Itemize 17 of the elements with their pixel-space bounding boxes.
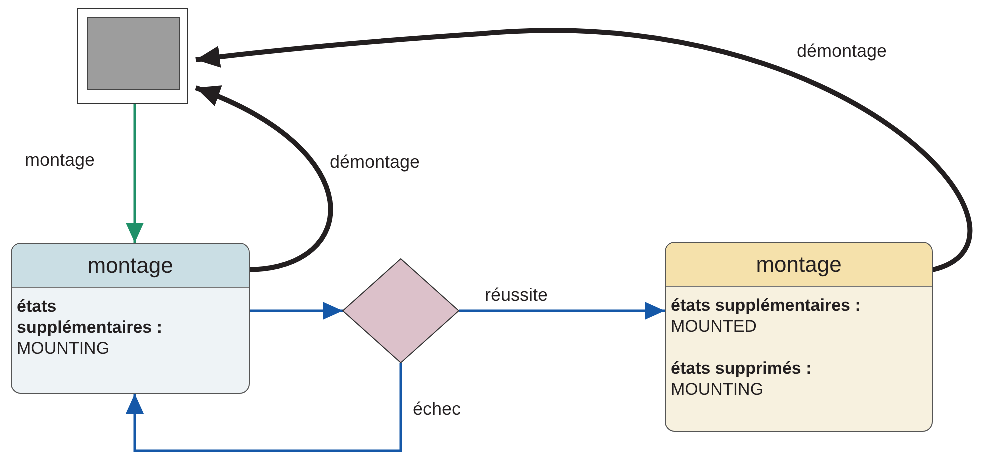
edge-label: démontage	[328, 152, 422, 173]
state-box	[11, 243, 250, 394]
state-box	[665, 242, 933, 432]
state-detail: états supplémentaires : MOUNTING	[17, 296, 164, 359]
framed-square-symbol	[77, 8, 188, 104]
arrow	[126, 363, 402, 452]
arrow	[250, 302, 343, 320]
arrow	[459, 302, 665, 320]
edge-label: démontage	[795, 41, 890, 62]
state-detail: états supprimés : MOUNTING	[671, 358, 813, 400]
arrow	[195, 86, 333, 272]
arrow	[126, 104, 144, 243]
state-detail: états supplémentaires : MOUNTED	[671, 295, 862, 337]
state-title: montage	[12, 244, 249, 288]
decision-diamond	[343, 259, 459, 363]
arrow	[196, 28, 972, 272]
state-title: montage	[666, 243, 932, 287]
